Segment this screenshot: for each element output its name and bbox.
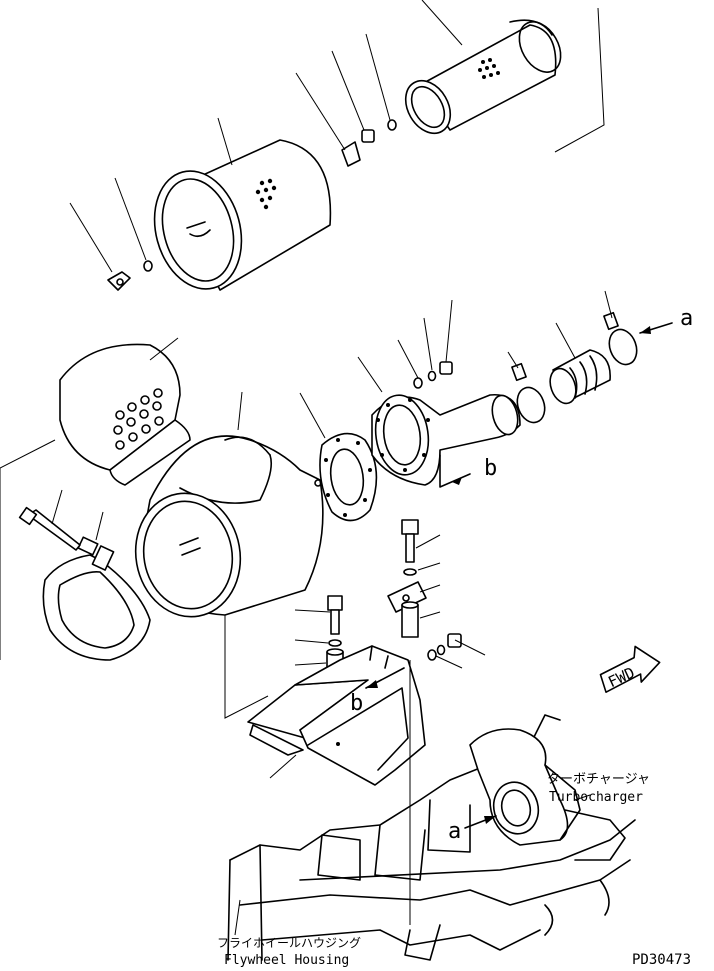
leader-line bbox=[149, 337, 179, 361]
flywheel-housing-label-en: Flywheel Housing bbox=[224, 953, 349, 968]
mounting-band bbox=[42, 536, 151, 661]
turbocharger-label-en: Turbocharger bbox=[549, 790, 643, 805]
leader-line bbox=[51, 489, 63, 525]
engine-outline bbox=[227, 714, 636, 961]
group-bracket-line bbox=[0, 439, 269, 719]
callout-b-upper: b bbox=[439, 454, 497, 488]
leader-line bbox=[237, 391, 243, 431]
callout-b-label: b bbox=[484, 456, 497, 481]
leader-lines-top bbox=[69, 0, 463, 273]
leader-line bbox=[445, 299, 453, 363]
outlet-gasket bbox=[319, 432, 378, 522]
spacer-plate bbox=[387, 581, 427, 613]
callout-a-label: a bbox=[680, 306, 693, 331]
safety-element bbox=[404, 19, 562, 135]
flywheel-housing-label-jp: フライホイールハウジング bbox=[217, 936, 361, 950]
callout-b-lower: b bbox=[350, 667, 405, 716]
leader-line bbox=[95, 511, 104, 541]
callout-b-label: b bbox=[350, 691, 363, 716]
leader-line bbox=[357, 356, 383, 393]
band-bolt bbox=[18, 506, 81, 551]
lock-washer bbox=[427, 370, 437, 382]
element-perforation bbox=[255, 178, 277, 210]
washer bbox=[143, 260, 153, 272]
leader-line bbox=[454, 639, 486, 656]
drawing-id: PD30473 bbox=[632, 952, 691, 968]
bolt-upper-right bbox=[401, 519, 419, 563]
washer bbox=[413, 377, 423, 389]
washer bbox=[403, 568, 417, 576]
leader-line bbox=[435, 655, 463, 669]
callout-a-lower: a bbox=[448, 815, 497, 844]
leader-line bbox=[574, 794, 591, 801]
leader-line bbox=[419, 611, 441, 619]
turbocharger-label-jp: ターボチャージャ bbox=[547, 772, 650, 787]
outlet-elbow bbox=[371, 394, 521, 486]
intake-hose bbox=[549, 349, 611, 405]
leader-line bbox=[294, 609, 331, 613]
leader-line bbox=[397, 339, 419, 379]
dust-cap-holes bbox=[113, 388, 164, 450]
spacer-collar bbox=[401, 601, 419, 638]
hose-clamp bbox=[603, 311, 638, 366]
leader-line bbox=[299, 392, 326, 439]
dust-cap bbox=[59, 343, 191, 486]
wing-nut bbox=[107, 271, 131, 291]
fwd-indicator: FWD bbox=[599, 645, 661, 693]
leader-line bbox=[294, 639, 329, 644]
group-bracket-line bbox=[554, 7, 605, 153]
nut bbox=[361, 129, 375, 143]
callout-a-upper: a bbox=[639, 306, 693, 334]
bolt-left bbox=[327, 595, 343, 635]
lock-washer bbox=[436, 644, 446, 656]
leader-line bbox=[415, 534, 441, 549]
hose-clamp bbox=[511, 362, 546, 424]
leader-line bbox=[234, 899, 241, 936]
leader-line bbox=[423, 317, 433, 371]
evacuator-clip bbox=[341, 141, 361, 167]
leader-line bbox=[604, 290, 613, 319]
primary-element bbox=[153, 139, 332, 291]
leader-line bbox=[555, 322, 576, 359]
leader-line bbox=[417, 562, 441, 571]
callout-a-label: a bbox=[448, 819, 461, 844]
leader-line bbox=[419, 584, 441, 593]
leader-line bbox=[269, 754, 297, 779]
cleaner-body bbox=[134, 435, 324, 618]
washer bbox=[328, 639, 342, 647]
washer bbox=[427, 649, 437, 661]
mounting-bracket bbox=[247, 645, 426, 786]
washer bbox=[387, 119, 397, 131]
leader-line bbox=[294, 662, 327, 666]
leader-line bbox=[507, 351, 519, 369]
nut bbox=[439, 361, 453, 375]
element-perforation bbox=[478, 58, 500, 79]
nut bbox=[447, 633, 462, 648]
